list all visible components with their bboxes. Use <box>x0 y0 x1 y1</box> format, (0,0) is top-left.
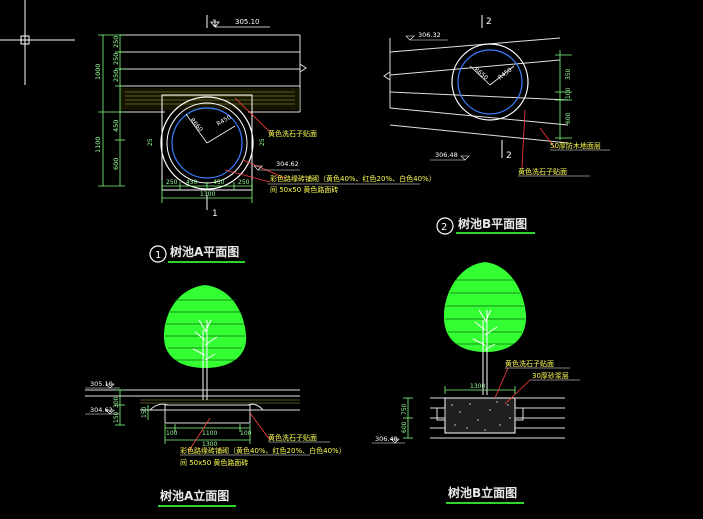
plan-a-note-2: 彩色路缘砖铺砌（黄色40%、红色20%、白色40%） <box>270 174 436 183</box>
plan-b: R650 R450 2 2 306.32 306.48 350 100 600 … <box>383 15 610 235</box>
plan-a-dim-bottom-1: 450 <box>186 179 198 186</box>
elev-a-dim-bottom-2: 100 <box>240 430 252 437</box>
crosshair-cursor-icon <box>0 0 75 85</box>
plan-a-dim-bottom-0: 250 <box>166 179 178 186</box>
elev-b-title: 树池B立面图 <box>448 485 517 500</box>
plan-b-elevation-bottom: 306.48 <box>435 151 458 159</box>
elev-b-note-1: 黄色洗石子贴面 <box>505 359 554 368</box>
elev-a-dim-side: 150 <box>141 406 148 418</box>
plan-b-dim-right-0: 350 <box>565 68 572 80</box>
plan-b-section-mark-bottom: 2 <box>506 151 512 161</box>
plan-a-note-3: 间 50x50 黄色路面砖 <box>270 185 338 194</box>
elev-a-elevation-low: 304.62 <box>90 406 113 414</box>
elev-a-dim-bottom-0: 100 <box>166 430 178 437</box>
plan-b-circle-number: 2 <box>441 222 447 233</box>
plan-b-note-2: 黄色洗石子贴面 <box>518 167 567 176</box>
plan-a-title: 树池A平面图 <box>170 244 239 259</box>
plan-a-dim-left-outer-0: 1000 <box>94 63 102 80</box>
elev-b-elevation-low: 306.48 <box>375 435 398 443</box>
elev-b: 1300 750 600 306.48 黄色洗石子贴面 30厚砂浆层 树池B立面… <box>372 262 580 504</box>
plan-b-note-1: 50厚防木地面层 <box>550 141 601 150</box>
plan-b-radius-0: R650 <box>473 66 490 82</box>
plan-a-section-mark-bottom: 1 <box>212 209 218 219</box>
plan-a-section-mark-top: 1 <box>212 19 218 29</box>
tree-a-icon <box>163 285 247 400</box>
plan-a-dim-left-inner-4: 600 <box>112 158 120 170</box>
tree-b-icon <box>443 262 527 395</box>
plan-a-dim-total: 1300 <box>200 191 215 198</box>
plan-a-circle-number: 1 <box>155 250 161 261</box>
elev-a-dim-left-1: 150 <box>113 411 120 423</box>
elev-a-dim-bottom-1: 1100 <box>202 430 217 437</box>
plan-a-dim-left-inner-1: 250 <box>112 53 120 65</box>
elev-a: 305.10 304.62 300 150 150 100 1100 100 1… <box>85 285 346 507</box>
elev-a-note-3: 间 50x50 黄色路面砖 <box>180 458 248 467</box>
elev-a-dim-left-0: 300 <box>113 396 120 408</box>
elev-b-dim-left-0: 750 <box>401 403 408 415</box>
elev-b-dim-left-1: 600 <box>401 421 408 433</box>
elev-b-dim-top: 1300 <box>470 383 485 390</box>
plan-a-dim-right-small: 25 <box>259 138 266 146</box>
plan-a-note-1: 黄色洗石子贴面 <box>268 129 317 138</box>
plan-a: 1 1 305.10 1000 1100 250 250 250 450 600… <box>94 15 436 263</box>
elev-a-title: 树池A立面图 <box>160 488 229 503</box>
plan-a-dim-bottom-2: 450 <box>213 179 225 186</box>
elev-a-note-2: 彩色路缘砖铺砌（黄色40%、红色20%、白色40%） <box>180 446 346 455</box>
elev-a-note-1: 黄色洗石子贴面 <box>268 433 317 442</box>
plan-b-title: 树池B平面图 <box>458 216 527 231</box>
plan-a-dim-right-small-left: 25 <box>147 138 154 146</box>
plan-a-elevation-mid: 304.62 <box>276 160 299 168</box>
plan-a-elevation-top: 305.10 <box>235 18 260 26</box>
elev-b-note-2: 30厚砂浆层 <box>532 371 569 380</box>
plan-a-dim-left-inner-2: 250 <box>112 70 120 82</box>
plan-b-elevation-top: 306.32 <box>418 31 441 39</box>
elev-a-elevation-top: 305.10 <box>90 380 113 388</box>
plan-b-dim-right-1: 100 <box>565 87 572 99</box>
plan-a-dim-left-outer-1: 1100 <box>94 136 102 153</box>
plan-b-section-mark-top: 2 <box>486 17 492 27</box>
plan-b-dim-right-2: 600 <box>565 112 572 124</box>
plan-a-dim-left-inner-0: 250 <box>112 36 120 48</box>
plan-a-radius-1: R450 <box>216 114 233 128</box>
elev-a-dim-total: 1300 <box>202 441 217 448</box>
plan-a-dim-left-inner-3: 450 <box>112 120 120 132</box>
plan-a-radius-0: R660 <box>188 117 204 134</box>
plan-a-dim-bottom-3: 250 <box>238 179 250 186</box>
